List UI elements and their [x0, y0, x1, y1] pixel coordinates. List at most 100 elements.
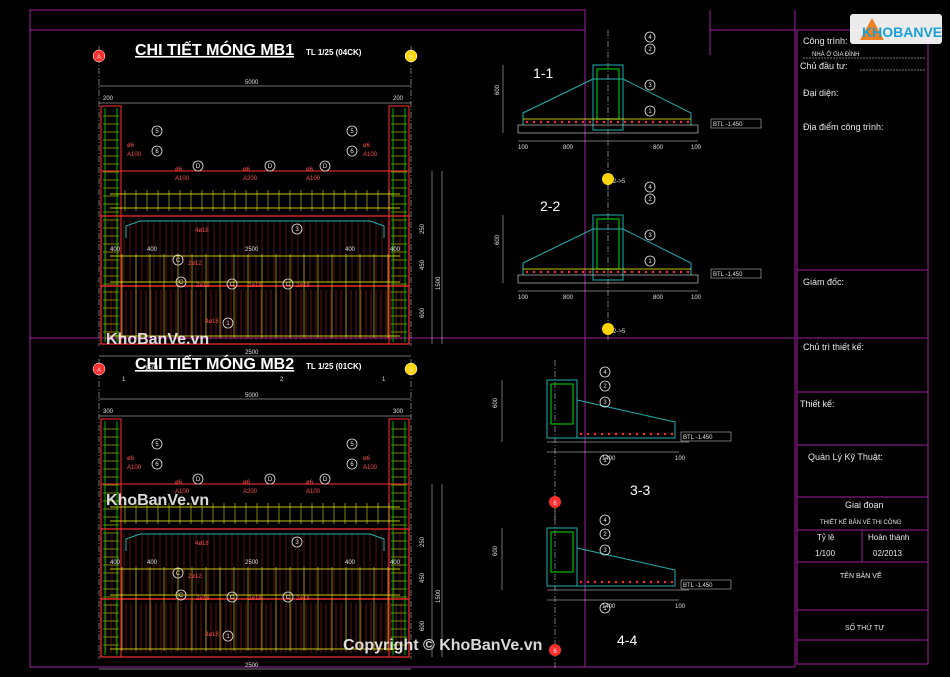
section-bottom-bar — [672, 270, 676, 274]
rebar-callout-circle — [599, 602, 611, 614]
rebar-spec-label: ø6 — [363, 143, 371, 149]
section-marker — [549, 644, 561, 656]
rebar-callout-number: 5 — [350, 129, 354, 135]
segment-label: 2 — [280, 377, 284, 383]
rebar-callout-number: 5 — [350, 442, 354, 448]
dim-height-a: 250 — [420, 223, 426, 234]
rebar-callout-number: C — [230, 595, 235, 601]
rebar-callout-number: 6 — [350, 462, 354, 468]
rebar-callout-number: D — [196, 164, 201, 170]
rebar-callout-circle — [346, 438, 358, 450]
tb-scale-label: Tỷ lệ — [817, 533, 835, 542]
rebar-callout-circle — [644, 43, 656, 55]
section-slope — [522, 228, 692, 275]
rebar-callout-number: 1 — [226, 321, 230, 327]
section-bottom-bar — [658, 270, 662, 274]
rebar-callout-number: D — [268, 477, 273, 483]
khobanve-logo: KHOBANVE — [850, 14, 942, 44]
dim-mid-bottom: 2500 — [245, 350, 259, 356]
section-bottom-bar — [665, 270, 669, 274]
rebar-spec-label: ø6 — [243, 167, 251, 173]
top-band — [100, 483, 410, 530]
section-bottom-bar — [602, 120, 606, 124]
rebar-callout-circle — [644, 229, 656, 241]
section-marker — [549, 496, 561, 508]
rebar-spec-label: A100 — [363, 152, 378, 158]
rebar-callout-circle — [222, 630, 234, 642]
rebar-callout-number: 6 — [155, 149, 159, 155]
section-bottom-bar — [600, 580, 604, 584]
dim-end-left: 300 — [103, 409, 114, 415]
section-bottom-bar — [553, 270, 557, 274]
section-bottom-bar — [553, 120, 557, 124]
section-bottom-bar — [663, 432, 667, 436]
rebar-callout-number: 1 — [226, 634, 230, 640]
tb-designer-label: Thiết kế: — [800, 399, 835, 409]
section-bottom-bar — [614, 580, 618, 584]
rebar-spec-label: 2ø18 — [196, 596, 210, 602]
dim-beam-right: 400 — [390, 247, 401, 253]
top-band — [100, 170, 410, 217]
watermark-left: KhoBanVe.vn — [106, 331, 209, 348]
beam-profile — [125, 220, 385, 238]
rebar-spec-label: A100 — [363, 465, 378, 471]
section-bottom-bar — [686, 270, 690, 274]
rebar-callout-circle — [319, 473, 331, 485]
dim-beam-left: 400 — [110, 247, 121, 253]
btl-label: BTL -1.450 — [683, 435, 713, 441]
section-dim: 800 — [653, 295, 664, 301]
section-bottom-bar — [593, 580, 597, 584]
tb-qa-label: Quản Lý Kỹ Thuật: — [808, 452, 883, 462]
btl-label: BTL -1.450 — [713, 122, 743, 128]
logo-house-icon — [860, 18, 884, 40]
section-dim: 800 — [563, 145, 574, 151]
section-bottom-bar — [656, 432, 660, 436]
rebar-callout-number: D — [323, 164, 328, 170]
beam-profile — [125, 533, 385, 551]
rebar-callout-circle — [172, 254, 184, 266]
section-bottom-bar — [649, 580, 653, 584]
section-bottom-bar — [532, 120, 536, 124]
rebar-callout-circle — [346, 125, 358, 137]
section-dim: 100 — [675, 604, 686, 610]
section-slope — [522, 78, 692, 125]
section-bottom-bar — [665, 120, 669, 124]
rebar-callout-circle — [175, 589, 187, 601]
rebar-callout-number: D — [268, 164, 273, 170]
rebar-spec-label: A100 — [175, 176, 190, 182]
section-marker-label: 6 — [553, 649, 557, 655]
title-block: Công trình: NHÀ Ở GIA ĐÌNH Chủ đầu tư: Đ… — [796, 29, 929, 665]
grid-axis-label: B — [409, 368, 413, 374]
rebar-callout-number: 3 — [295, 540, 299, 546]
rebar-callout-circle — [151, 438, 163, 450]
dim-end-right: 300 — [393, 409, 404, 415]
rebar-callout-number: C — [286, 282, 291, 288]
rebar-callout-circle — [282, 278, 294, 290]
section-bottom-bar — [651, 270, 655, 274]
grid-axis-bubble — [92, 362, 106, 376]
section-bottom-bar — [635, 432, 639, 436]
section-bottom-bar — [586, 432, 590, 436]
section-bottom-bar — [560, 120, 564, 124]
rebar-callout-number: 6 — [155, 462, 159, 468]
section-bottom-bar — [593, 432, 597, 436]
btl-tag — [680, 579, 732, 590]
tb-project-value: NHÀ Ở GIA ĐÌNH — [812, 51, 859, 58]
grid-axis-label: A — [97, 368, 101, 374]
section-marker — [602, 323, 614, 335]
rebar-callout-circle — [151, 125, 163, 137]
section-bottom-bar — [642, 432, 646, 436]
rebar-callout-circle — [291, 536, 303, 548]
dim-height-b: 450 — [420, 572, 426, 583]
section-bottom-bar — [574, 120, 578, 124]
mb1-title: CHI TIẾT MÓNG MB1 — [135, 40, 294, 59]
dim-beam-width: 400 — [147, 560, 158, 566]
rebar-callout-number: D — [196, 477, 201, 483]
mb2-scale: TL 1/25 (01CK) — [306, 362, 362, 371]
section-marker — [602, 173, 614, 185]
section-bottom-bar — [609, 270, 613, 274]
rebar-spec-label: 2ø18 — [196, 283, 210, 289]
rebar-callout-circle — [151, 145, 163, 157]
rebar-callout-circle — [264, 473, 276, 485]
